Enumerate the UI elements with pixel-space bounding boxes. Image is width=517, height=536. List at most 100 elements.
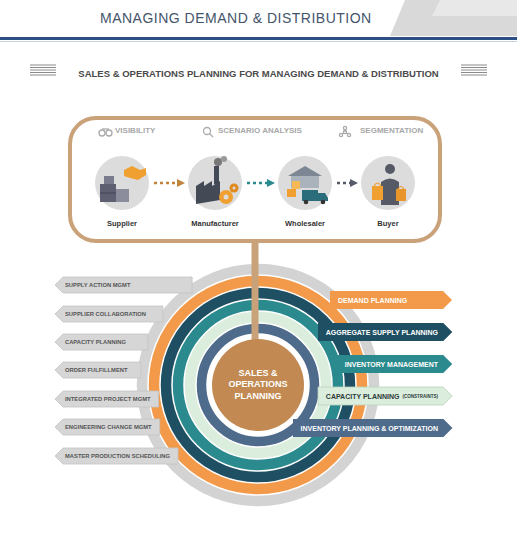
chain-icons (372, 186, 383, 200)
node-label: MASTER PRODUCTION SCHEDULING (65, 453, 170, 459)
chain-icons (292, 181, 300, 189)
node-label: Wholesaler (285, 219, 325, 228)
arrow-shape (55, 448, 178, 464)
subtitle-stripes (30, 65, 56, 66)
right-arrow-band: AGGREGATE SUPPLY PLANNING (318, 323, 452, 341)
chain-icons (287, 189, 296, 197)
right-arrow-band: CAPACITY PLANNING(CONSTRAINTS) (318, 387, 452, 405)
center-disc (212, 339, 304, 431)
left-arrow-band: MASTER PRODUCTION SCHEDULING (55, 448, 178, 464)
subtitle-stripes (30, 70, 56, 71)
chain-icons (361, 156, 415, 210)
chain-icons (104, 176, 114, 184)
subtitle-text: SALES & OPERATIONS PLANNING FOR MANAGING… (78, 68, 438, 79)
node-label: SUPPLIER COLLABORATION (65, 311, 146, 317)
subtitle-stripes (30, 67, 56, 68)
arrow-shape (318, 323, 452, 341)
node-label: INVENTORY MANAGEMENT (345, 361, 438, 368)
arrow-shape (55, 277, 192, 293)
arrow-shape (55, 334, 148, 350)
node-label: AGGREGATE SUPPLY PLANNING (326, 329, 438, 336)
node-label: SCENARIO ANALYSIS (218, 126, 302, 135)
feature-icons (343, 126, 346, 129)
header-band (390, 0, 517, 36)
subtitle-stripes (30, 75, 56, 76)
node-label: (CONSTRAINTS) (403, 394, 439, 399)
feature-icons (106, 130, 112, 136)
chain-icons (214, 158, 222, 166)
header-band (0, 0, 517, 42)
left-arrow-band: ENGINEERING CHANGE MGMT (55, 419, 160, 435)
chain-icons (374, 183, 381, 186)
chain-icons (385, 164, 395, 174)
center-circle: SALES & OPERATIONS PLANNING (212, 339, 304, 431)
right-arrow-band: INVENTORY MANAGEMENT (337, 355, 452, 373)
subtitle-stripes (461, 75, 487, 76)
node-label: VISIBILITY (115, 126, 155, 135)
arrow-shape (293, 419, 452, 437)
arrow-shape (318, 387, 452, 405)
arrow-shape (55, 362, 141, 378)
chain-icons (124, 166, 146, 180)
node-label: Manufacturer (191, 219, 239, 228)
feature-icons (102, 128, 109, 129)
node-label: Supplier (107, 219, 137, 228)
chain-icons (278, 156, 332, 210)
chain-icons (396, 189, 406, 201)
chain-icons (196, 181, 220, 204)
right-arrow-band: INVENTORY PLANNING & OPTIMIZATION (293, 419, 452, 437)
subtitle-stripes (461, 72, 487, 73)
left-arrow-band: ORDER FULFILLMENT (55, 362, 141, 378)
feature-icons (204, 128, 211, 135)
chain-icons (302, 190, 318, 201)
feature-icons (342, 133, 344, 134)
header-band (432, 0, 517, 16)
feature-icons (99, 130, 105, 136)
subtitle-stripes (30, 72, 56, 73)
node-label: INVENTORY PLANNING & OPTIMIZATION (301, 425, 438, 432)
chain-icons (214, 166, 219, 184)
left-arrow-band: SUPPLY ACTION MGMT (55, 277, 192, 293)
chain-icons (230, 184, 239, 193)
node-label: ORDER FULFILLMENT (65, 367, 127, 373)
chain-icons (233, 187, 236, 190)
subtitle-stripes (461, 67, 487, 68)
arrow-shape (337, 355, 452, 373)
connector (252, 241, 259, 341)
connector (247, 182, 271, 185)
node-label: SEGMENTATION (360, 126, 423, 135)
header-band (0, 37, 517, 40)
arrow-shape (55, 419, 160, 435)
left-arrow-band: CAPACITY PLANNING (55, 334, 148, 350)
arrow-shape (330, 291, 452, 309)
subtitle-stripes (461, 65, 487, 66)
subtitle-row: SALES & OPERATIONS PLANNING FOR MANAGING… (60, 63, 457, 81)
chain-stage: Manufacturer (185, 152, 245, 228)
connector (337, 182, 354, 185)
chain-stage: Wholesaler (275, 152, 335, 228)
chain-icons (100, 184, 116, 202)
node-label: INTEGRATED PROJECT MGMT (65, 396, 151, 402)
page-title: MANAGING DEMAND & DISTRIBUTION (100, 10, 372, 26)
arrow-shape (55, 391, 159, 407)
arrow-shape (55, 306, 163, 322)
chain-icons (321, 200, 326, 205)
chain-icons (398, 187, 404, 190)
node-label: CAPACITY PLANNING (65, 339, 126, 345)
chain-icons (100, 193, 116, 194)
feature-icons (346, 133, 348, 134)
feature-icons (210, 134, 214, 138)
node-label: DEMAND PLANNING (338, 297, 407, 304)
node-label: SUPPLY ACTION MGMT (65, 282, 131, 288)
chain-icons (288, 166, 322, 176)
header-band (0, 41, 517, 42)
chain-icons (304, 200, 309, 205)
chain-icons (116, 189, 129, 202)
node-label: CAPACITY PLANNING (326, 393, 400, 400)
feature-icons (99, 126, 351, 137)
chain-icons (221, 156, 227, 162)
right-arrow-band: DEMAND PLANNING (330, 291, 452, 309)
chain-icons (291, 176, 319, 188)
chain-icons (188, 156, 242, 210)
